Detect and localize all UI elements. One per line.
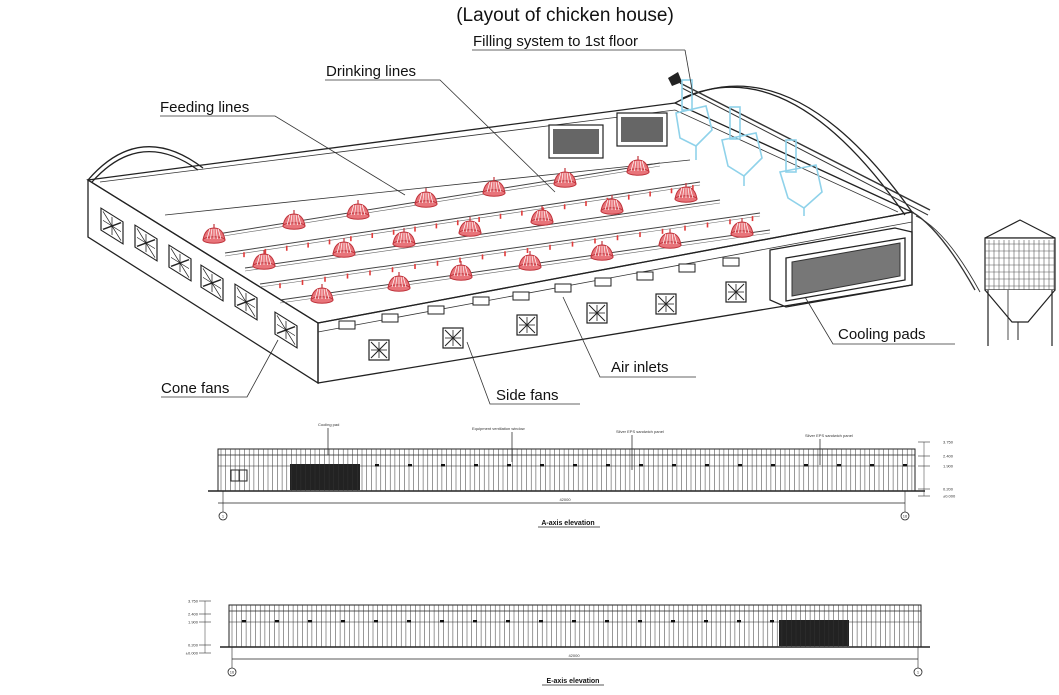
axis-e-right: 1 <box>917 670 920 675</box>
cone-fan-icon <box>134 224 158 262</box>
side-fan-icon <box>725 281 747 303</box>
house-3d <box>86 72 1056 385</box>
feeder-pan <box>252 250 276 270</box>
cone-fan-icon <box>200 264 224 302</box>
label-cone-fans: Cone fans <box>161 380 229 397</box>
feeder-pan <box>310 284 334 304</box>
feeder-pan <box>674 183 698 203</box>
elevation-e: 16 1 42000 3.750 2.400 1.900 0.200 ±0.000 E-… <box>186 599 930 686</box>
level-mark: ±0.000 <box>186 651 199 656</box>
cone-fan-icon <box>234 283 258 321</box>
side-fan-icon <box>516 314 538 336</box>
length-e: 42000 <box>568 653 580 658</box>
level-mark: 2.400 <box>188 612 199 617</box>
cooling-pad-unit <box>769 227 913 308</box>
feeder-pan <box>346 200 370 220</box>
air-inlets <box>338 257 740 330</box>
note-a-3: Silver EPS sandwich panel <box>616 429 664 434</box>
feeder-pan <box>518 251 542 271</box>
note-a-4: Silver EPS sandwich panel <box>805 433 853 438</box>
length-a: 42000 <box>559 497 571 502</box>
feeder-pan <box>600 195 624 215</box>
level-mark: 3.750 <box>943 440 954 445</box>
feeder-pan <box>414 188 438 208</box>
air-inlet-icon <box>512 291 530 301</box>
air-inlet-icon <box>594 277 612 287</box>
air-inlet-icon <box>381 313 399 323</box>
feeders <box>202 156 754 304</box>
diagram-title: (Layout of chicken house) <box>456 5 674 26</box>
level-mark: 1.900 <box>943 464 954 469</box>
side-fan-icon <box>655 293 677 315</box>
level-mark: 1.900 <box>188 620 199 625</box>
feeder-pan <box>730 218 754 238</box>
label-filling-system: Filling system to 1st floor <box>473 33 638 50</box>
level-mark: 0.200 <box>188 643 199 648</box>
air-inlet-icon <box>636 271 654 281</box>
back-windows <box>548 112 668 159</box>
cone-fan-icon <box>100 207 124 245</box>
label-side-fans: Side fans <box>496 387 559 404</box>
caption-e: E-axis elevation <box>547 678 600 685</box>
feeder-pan <box>202 224 226 244</box>
feeder-pan <box>590 241 614 261</box>
side-fans <box>368 281 747 361</box>
feeder-pan <box>553 168 577 188</box>
axis-e-left: 16 <box>230 670 235 675</box>
feeder-pan <box>392 228 416 248</box>
feeder-pan <box>282 210 306 230</box>
feeder-pan <box>387 272 411 292</box>
callouts: Filling system to 1st floor Drinking lin… <box>160 33 955 405</box>
label-feeding-lines: Feeding lines <box>160 99 249 116</box>
note-a-1: Cooling pad <box>318 422 339 427</box>
feeder-pan <box>658 229 682 249</box>
motor-icon <box>668 72 682 86</box>
side-fan-icon <box>368 339 390 361</box>
air-inlet-icon <box>678 263 696 273</box>
elevation-a: 1 16 42000 Cooling pad Equipment ventila… <box>208 422 956 528</box>
front-arch <box>87 146 204 181</box>
side-fan-icon <box>442 327 464 349</box>
caption-a: A-axis elevation <box>541 520 594 527</box>
air-inlet-icon <box>472 296 490 306</box>
label-cooling-pads: Cooling pads <box>838 326 926 343</box>
cone-fans <box>100 207 298 349</box>
air-inlet-icon <box>427 305 445 315</box>
air-inlet-icon <box>554 283 572 293</box>
feeder-pan <box>332 238 356 258</box>
side-fan-icon <box>586 302 608 324</box>
feeder-pan <box>449 261 473 281</box>
filling-system <box>668 72 981 293</box>
label-drinking-lines: Drinking lines <box>326 63 416 80</box>
silo <box>984 219 1056 346</box>
note-a-2: Equipment ventilation window <box>472 426 525 431</box>
axis-a-right: 16 <box>903 514 908 519</box>
air-inlet-icon <box>722 257 740 267</box>
level-mark: 2.400 <box>943 454 954 459</box>
air-inlet-icon <box>338 320 356 330</box>
label-air-inlets: Air inlets <box>611 359 669 376</box>
level-mark: 0.200 <box>943 487 954 492</box>
feeder-pan <box>626 156 650 176</box>
cone-fan-icon <box>168 244 192 282</box>
back-arch <box>674 85 913 213</box>
cone-fan-icon <box>274 311 298 349</box>
axis-a-left: 1 <box>222 514 225 519</box>
feeder-pan <box>530 206 554 226</box>
feeder-pan <box>458 217 482 237</box>
level-mark: ±0.000 <box>943 494 956 499</box>
feeder-pan <box>482 177 506 197</box>
level-mark: 3.750 <box>188 599 199 604</box>
